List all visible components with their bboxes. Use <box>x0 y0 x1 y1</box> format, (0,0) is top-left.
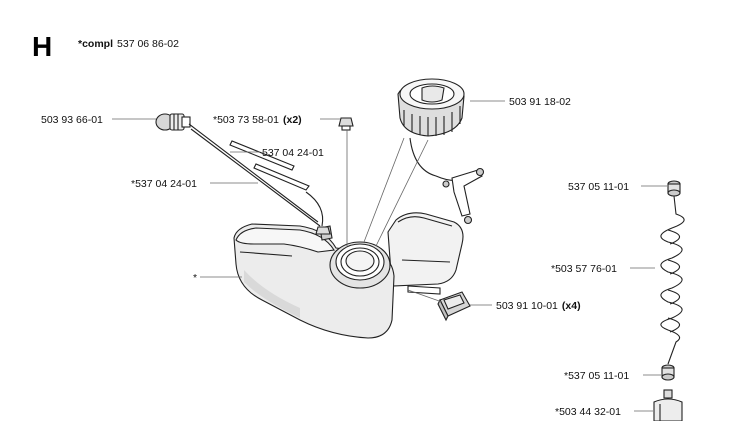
label-top-ring: 537 05 11-01 <box>568 181 629 193</box>
section-letter: H <box>32 31 52 62</box>
primer-bulb <box>155 113 191 131</box>
pad-assembly-line <box>407 289 443 303</box>
label-fitting-number: *503 73 58-01 <box>213 114 279 126</box>
long-hose-upper <box>188 123 321 227</box>
label-rubber-pad: 503 91 10-01 (x4) <box>496 300 581 312</box>
rubber-pad <box>437 291 471 322</box>
cap-assembly-line-1 <box>363 137 405 243</box>
hose-upper <box>229 140 295 171</box>
label-coil-hose: *503 57 76-01 <box>551 263 617 275</box>
label-bottom-ring: *537 05 11-01 <box>564 370 629 382</box>
cap-assembly-line-2 <box>375 139 429 247</box>
fuel-cap <box>397 78 485 225</box>
compl-label: *compl 537 06 86-02 <box>78 38 179 50</box>
label-fitting: *503 73 58-01 (x2) <box>213 114 302 126</box>
label-tank: * <box>193 272 197 284</box>
label-hose-upper: 537 04 24-01 <box>262 147 324 159</box>
hose-bend <box>305 191 324 227</box>
label-rubber-pad-number: 503 91 10-01 <box>496 300 558 312</box>
label-rubber-pad-qty: (x4) <box>562 300 581 312</box>
compl-prefix: *compl <box>78 38 113 50</box>
label-fuel-cap: 503 91 18-02 <box>509 96 571 108</box>
fuel-tank <box>233 212 464 339</box>
fitting-small-tank <box>315 226 331 235</box>
label-primer-bulb: 503 93 66-01 <box>41 114 103 126</box>
hose-lower <box>253 163 310 191</box>
coil-hose <box>660 195 685 365</box>
label-fitting-qty: (x2) <box>283 114 302 126</box>
fitting-small <box>338 117 354 131</box>
bottom-ring <box>661 364 675 381</box>
compl-number: 537 06 86-02 <box>117 38 179 50</box>
fuel-filter <box>653 389 683 421</box>
top-ring <box>667 180 681 197</box>
label-hose-lower: *537 04 24-01 <box>131 178 197 190</box>
label-fuel-filter: *503 44 32-01 <box>555 406 621 418</box>
